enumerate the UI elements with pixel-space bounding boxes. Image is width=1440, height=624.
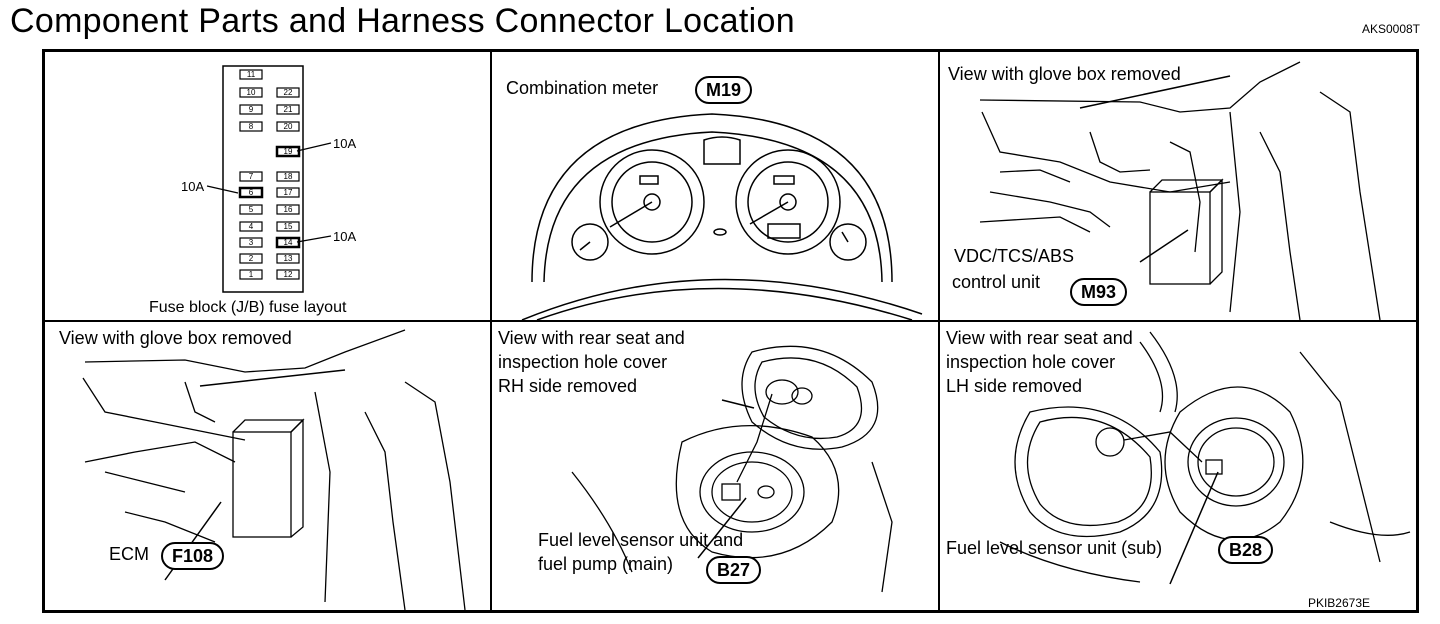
- fuse-number-19: 19: [283, 147, 293, 156]
- fuse-caption: Fuse block (J/B) fuse layout: [149, 299, 347, 316]
- fuse-number-8: 8: [248, 122, 254, 131]
- fuse-slot-14: [275, 236, 301, 249]
- fuse-slot-18: [276, 171, 300, 182]
- fuel-sub-unit-label: Fuel level sensor unit (sub): [946, 538, 1163, 558]
- fuse-number-6: 6: [248, 188, 254, 197]
- connector-b28-badge: B28: [1218, 536, 1274, 564]
- divider-v2: [938, 52, 940, 610]
- diagram-code: PKIB2673E: [1307, 596, 1370, 610]
- connector-b27-badge: B27: [706, 556, 762, 584]
- fuel-sub-view-line3: LH side removed: [946, 376, 1083, 396]
- panel-vdc-control-unit: View with glove box removed VDC/TCS/ABS …: [940, 52, 1416, 320]
- fuse-number-14: 14: [283, 238, 293, 247]
- fuse-number-3: 3: [248, 238, 254, 247]
- fuse-number-2: 2: [248, 254, 254, 263]
- panel-fuel-main: View with rear seat and inspection hole …: [492, 322, 938, 610]
- fuse-slot-1: [239, 269, 263, 280]
- fuse-number-9: 9: [248, 105, 254, 114]
- fuse-slot-9: [239, 104, 263, 115]
- fuse-slot-13: [276, 253, 300, 264]
- fuel-main-unit-line2: fuel pump (main): [538, 554, 674, 574]
- fuse-slot-4: [239, 221, 263, 232]
- fuse-callout-19: 10A: [333, 136, 357, 151]
- fuse-slot-6: [238, 186, 264, 199]
- vdc-unit-line1: VDC/TCS/ABS: [954, 246, 1075, 266]
- ecm-unit-label: ECM: [109, 544, 149, 564]
- fuse-number-22: 22: [283, 88, 293, 97]
- ecm-view-label: View with glove box removed: [59, 328, 292, 348]
- fuel-main-view-line3: RH side removed: [498, 376, 638, 396]
- fuse-block-drawing: [206, 65, 332, 293]
- meter-label: Combination meter: [506, 78, 659, 98]
- fuse-number-10: 10: [246, 88, 256, 97]
- vdc-unit-line2: control unit: [952, 272, 1041, 292]
- fuse-number-7: 7: [248, 172, 254, 181]
- panel-combination-meter: Combination meter M19: [492, 52, 938, 320]
- fuse-number-17: 17: [283, 188, 293, 197]
- fuel-sub-view-line2: inspection hole cover: [946, 352, 1116, 372]
- fuse-slot-10: [239, 87, 263, 98]
- fuse-number-21: 21: [283, 105, 293, 114]
- fuse-number-5: 5: [248, 205, 254, 214]
- panel-fuel-sub: View with rear seat and inspection hole …: [940, 322, 1416, 610]
- divider-v1: [490, 52, 492, 610]
- fuse-slot-7: [239, 171, 263, 182]
- fuse-number-20: 20: [283, 122, 293, 131]
- fuse-slot-16: [276, 204, 300, 215]
- connector-m93-badge: M93: [1070, 278, 1128, 306]
- combination-meter-drawing: [521, 113, 923, 320]
- fuse-callout-6: 10A: [181, 179, 205, 194]
- connector-f108-badge: F108: [161, 542, 225, 570]
- vdc-view-label: View with glove box removed: [948, 64, 1181, 84]
- figure-code: AKS0008T: [1361, 22, 1420, 36]
- fuse-slot-2: [239, 253, 263, 264]
- fuse-slot-5: [239, 204, 263, 215]
- fuse-slot-3: [239, 237, 263, 248]
- fuel-main-drawing: [571, 345, 893, 593]
- fuse-number-18: 18: [283, 172, 293, 181]
- fuse-slot-11: [239, 69, 263, 80]
- fuel-sub-drawing: [999, 331, 1411, 585]
- fuse-slot-21: [276, 104, 300, 115]
- fuse-number-4: 4: [248, 222, 254, 231]
- fuse-slot-17: [276, 187, 300, 198]
- fuse-slot-19: [275, 145, 301, 158]
- ecm-drawing: [82, 329, 466, 610]
- fuse-callout-14: 10A: [333, 229, 357, 244]
- fuse-number-12: 12: [283, 270, 293, 279]
- fuse-number-15: 15: [283, 222, 293, 231]
- divider-h: [45, 320, 1416, 322]
- fuse-number-11: 11: [246, 70, 256, 79]
- fuse-number-16: 16: [283, 205, 293, 214]
- fuse-slot-20: [276, 121, 300, 132]
- fuel-main-view-line1: View with rear seat and: [498, 328, 685, 348]
- vdc-control-unit-drawing: [979, 61, 1381, 320]
- fuse-slot-12: [276, 269, 300, 280]
- fuse-number-1: 1: [248, 270, 254, 279]
- fuel-main-view-line2: inspection hole cover: [498, 352, 668, 372]
- fuse-slot-22: [276, 87, 300, 98]
- fuse-slot-8: [239, 121, 263, 132]
- fuel-main-unit-line1: Fuel level sensor unit and: [538, 530, 744, 550]
- fuse-number-13: 13: [283, 254, 293, 263]
- page-title: Component Parts and Harness Connector Lo…: [10, 2, 795, 40]
- panel-ecm: View with glove box removed ECM F108: [45, 322, 490, 610]
- connector-m19-badge: M19: [695, 76, 753, 104]
- fuse-slot-15: [276, 221, 300, 232]
- fuel-sub-view-line1: View with rear seat and: [946, 328, 1133, 348]
